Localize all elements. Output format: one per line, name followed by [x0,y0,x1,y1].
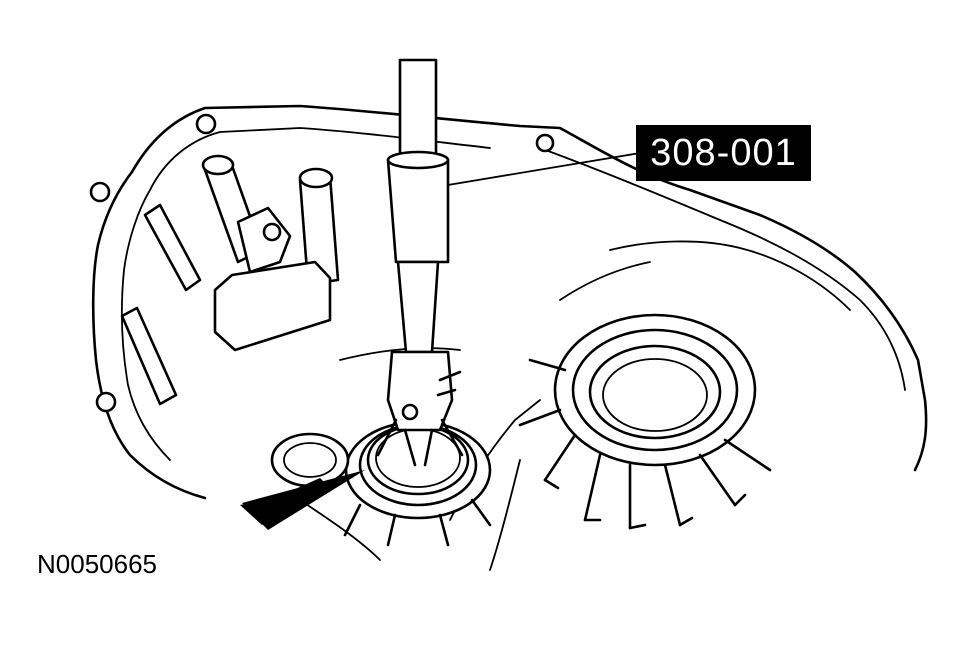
tool-number-label: 308-001 [636,125,811,181]
bearing-bore [518,240,851,530]
direction-arrow-icon [240,470,365,530]
shift-bracket [213,206,332,352]
slide-hammer-icon [376,58,464,467]
seal-bore [270,420,492,547]
callout-leader [447,152,641,186]
figure-id-label: N0050665 [37,549,157,579]
